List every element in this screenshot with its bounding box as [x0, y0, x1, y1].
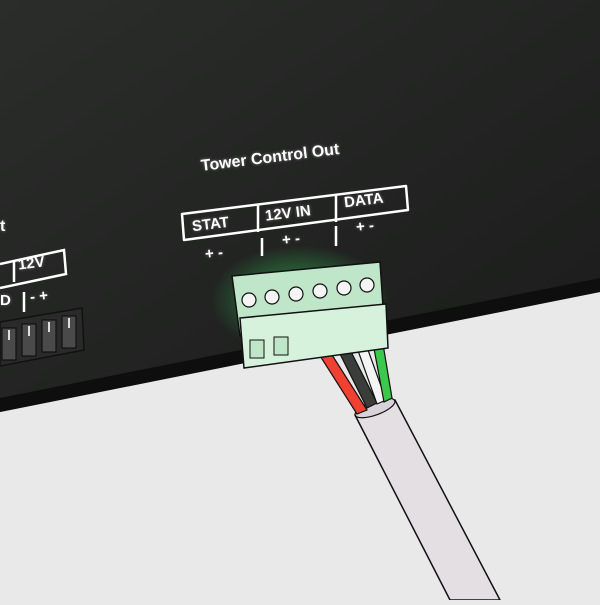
polarity-data: + - — [355, 216, 375, 237]
left-title-fragment: t — [0, 218, 6, 235]
left-label-box — [0, 248, 68, 312]
left-polarity-fragment: D — [0, 292, 11, 309]
terminal-block[interactable] — [231, 261, 389, 369]
polarity-stat: + - — [204, 243, 224, 264]
left-port-label-12v: 12V — [17, 253, 46, 274]
left-connector[interactable] — [0, 307, 85, 367]
cable — [353, 397, 502, 601]
port-label-box — [180, 184, 410, 256]
polarity-12v-in: + - — [281, 229, 301, 250]
left-polarity-12v: - + — [29, 286, 49, 307]
